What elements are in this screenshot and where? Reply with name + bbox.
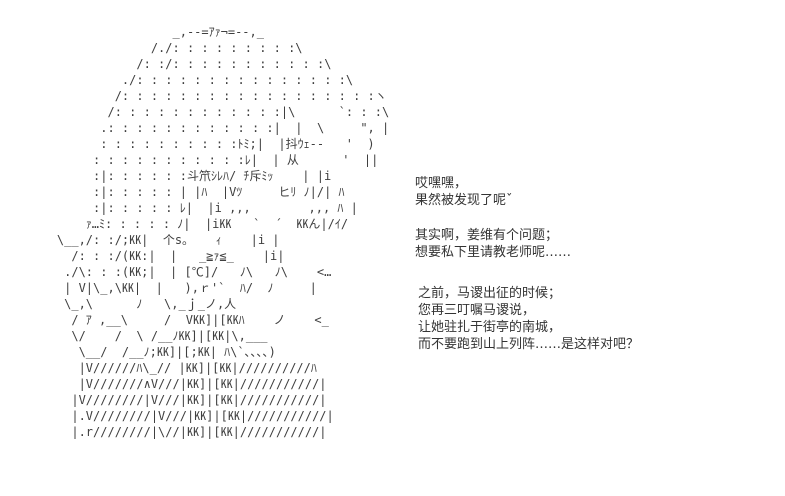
- dialogue-line: 其实啊，姜维有个问题；: [415, 228, 559, 243]
- dialogue-line: 之前，马谡出征的时候；: [418, 286, 562, 301]
- dialogue-line: 让她驻扎于街亭的南城，: [418, 320, 562, 335]
- dialogue-block: 哎嘿嘿， 果然被发现了呢ˇ: [415, 176, 513, 210]
- ascii-art-character: _,--=ｱｧ¬=--,_ /./: : : : : : : : :\ /: :…: [56, 25, 390, 439]
- dialogue-line: 想要私下里请教老师呢……: [415, 245, 572, 260]
- dialogue-block: 其实啊，姜维有个问题； 想要私下里请教老师呢……: [415, 228, 571, 262]
- dialogue-line: 而不要跑到山上列阵……是这样对吧？: [418, 337, 640, 352]
- dialogue-block: 之前，马谡出征的时候； 您再三叮嘱马谡说， 让她驻扎于街亭的南城， 而不要跑到山…: [418, 286, 639, 354]
- dialogue-line: 果然被发现了呢ˇ: [415, 193, 513, 208]
- dialogue-line: 哎嘿嘿，: [415, 176, 468, 191]
- dialogue-line: 您再三叮嘱马谡说，: [418, 303, 536, 318]
